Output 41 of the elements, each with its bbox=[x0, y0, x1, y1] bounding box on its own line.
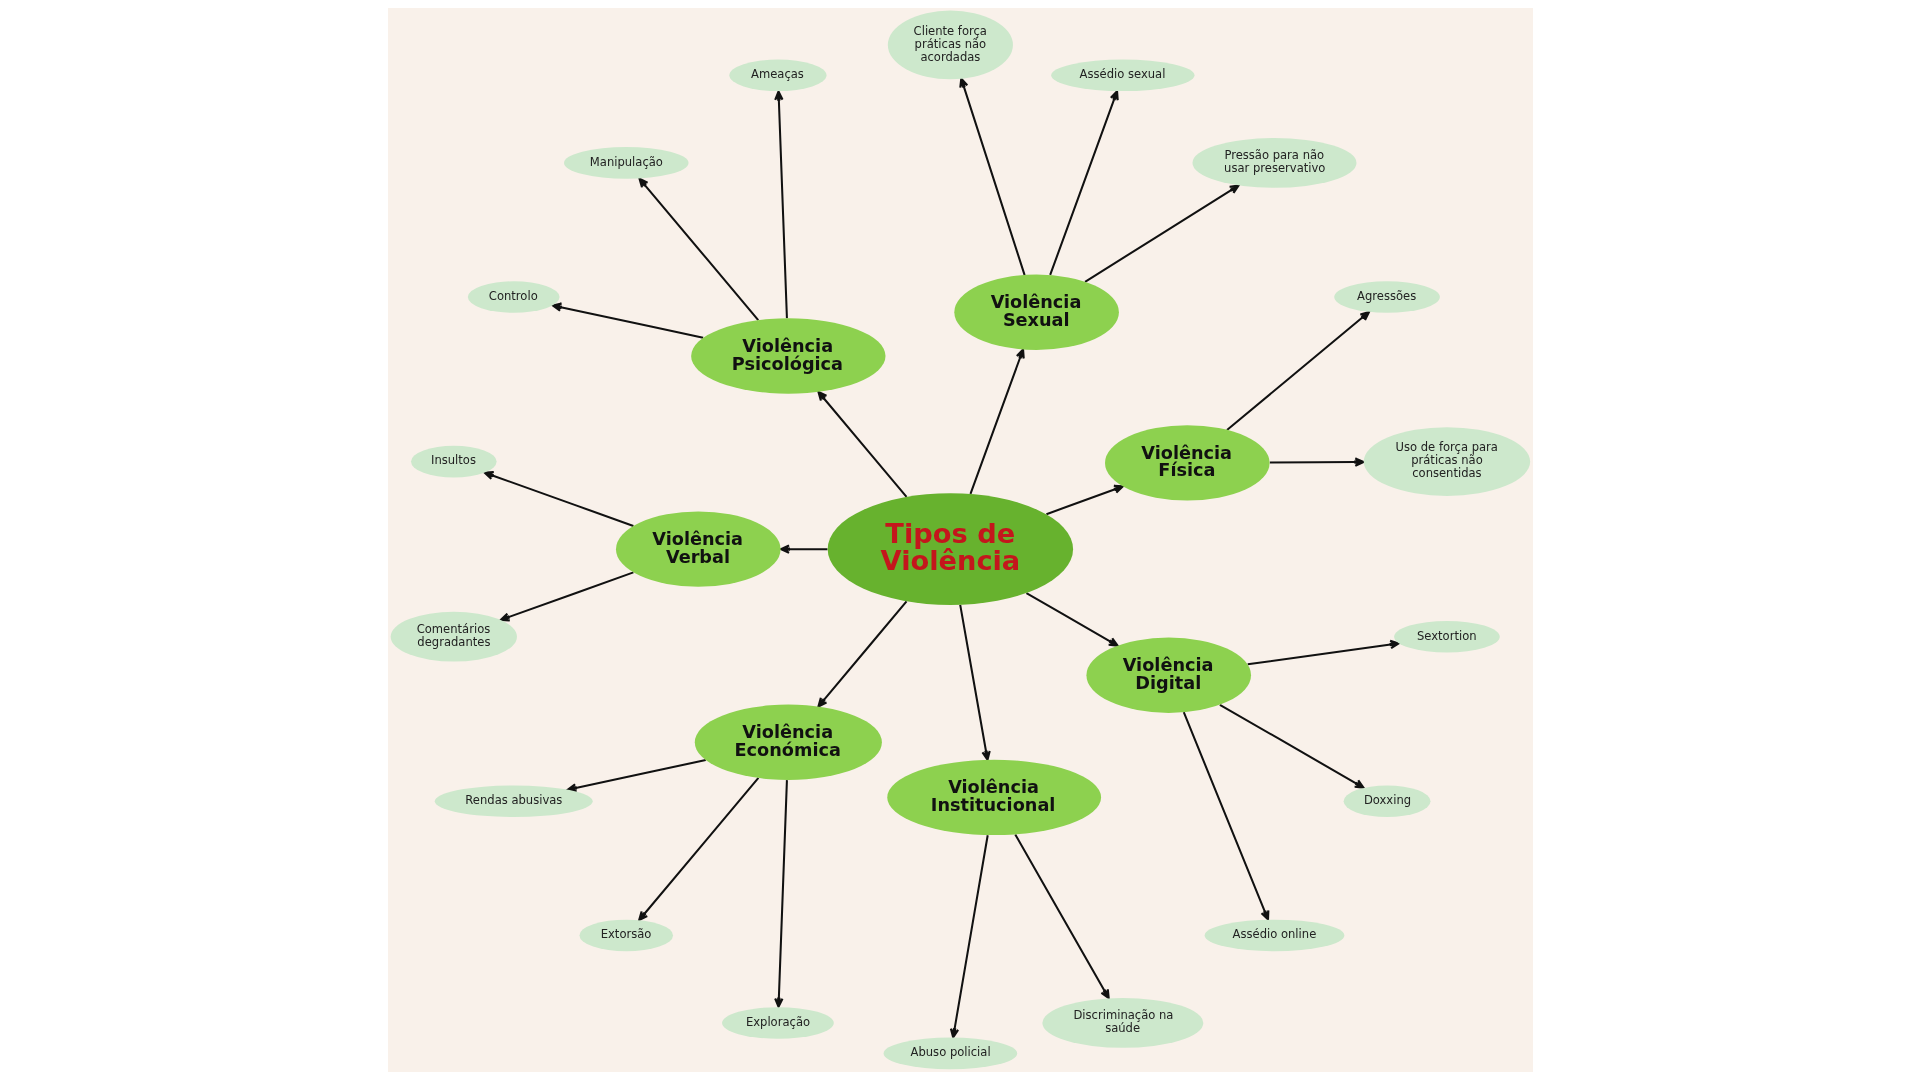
arrow bbox=[483, 470, 634, 527]
arrow bbox=[949, 835, 989, 1039]
node-ellipse: Sextortion bbox=[1393, 620, 1500, 653]
arrow bbox=[816, 600, 907, 708]
node-ellipse: Uso de força para práticas não consentidas bbox=[1363, 427, 1530, 496]
node-ellipse: Violência Económica bbox=[694, 704, 882, 780]
arrow bbox=[499, 571, 634, 622]
arrow bbox=[773, 780, 788, 1008]
arrow bbox=[816, 390, 907, 498]
node-ellipse: Manipulação bbox=[563, 147, 689, 179]
arrow bbox=[637, 177, 759, 321]
node-ellipse: Violência Sexual bbox=[953, 274, 1119, 350]
node-ellipse: Extorsão bbox=[579, 919, 673, 952]
node-ellipse: Tipos de Violência bbox=[827, 493, 1073, 606]
arrow bbox=[1218, 703, 1365, 789]
node-ellipse: Abuso policial bbox=[883, 1037, 1017, 1070]
arrow bbox=[779, 544, 827, 554]
node-ellipse: Controlo bbox=[467, 281, 560, 313]
node-ellipse: Pressão para não usar preservativo bbox=[1191, 138, 1356, 188]
node-ellipse: Violência Psicológica bbox=[690, 318, 885, 394]
node-ellipse: Violência Institucional bbox=[886, 759, 1101, 836]
node-ellipse: Agressões bbox=[1333, 281, 1440, 313]
arrow bbox=[773, 90, 788, 319]
arrow bbox=[1084, 184, 1240, 283]
node-ellipse: Assédio sexual bbox=[1050, 59, 1194, 92]
node-ellipse: Violência Verbal bbox=[615, 511, 781, 587]
arrow bbox=[1247, 639, 1400, 666]
arrow bbox=[969, 348, 1025, 495]
node-ellipse: Doxxing bbox=[1343, 785, 1430, 818]
arrow bbox=[1182, 711, 1269, 921]
arrow bbox=[1013, 833, 1110, 1000]
node-ellipse: Discriminação na saúde bbox=[1041, 998, 1203, 1048]
arrow bbox=[958, 604, 991, 761]
node-ellipse: Ameaças bbox=[728, 59, 826, 92]
node-ellipse: Violência Física bbox=[1104, 425, 1270, 501]
node-ellipse: Assédio online bbox=[1204, 919, 1344, 952]
node-ellipse: Cliente força práticas não acordadas bbox=[887, 10, 1013, 80]
arrow bbox=[1048, 90, 1119, 276]
arrow bbox=[1269, 457, 1365, 467]
arrow bbox=[637, 777, 759, 922]
node-ellipse: Exploração bbox=[721, 1007, 834, 1039]
